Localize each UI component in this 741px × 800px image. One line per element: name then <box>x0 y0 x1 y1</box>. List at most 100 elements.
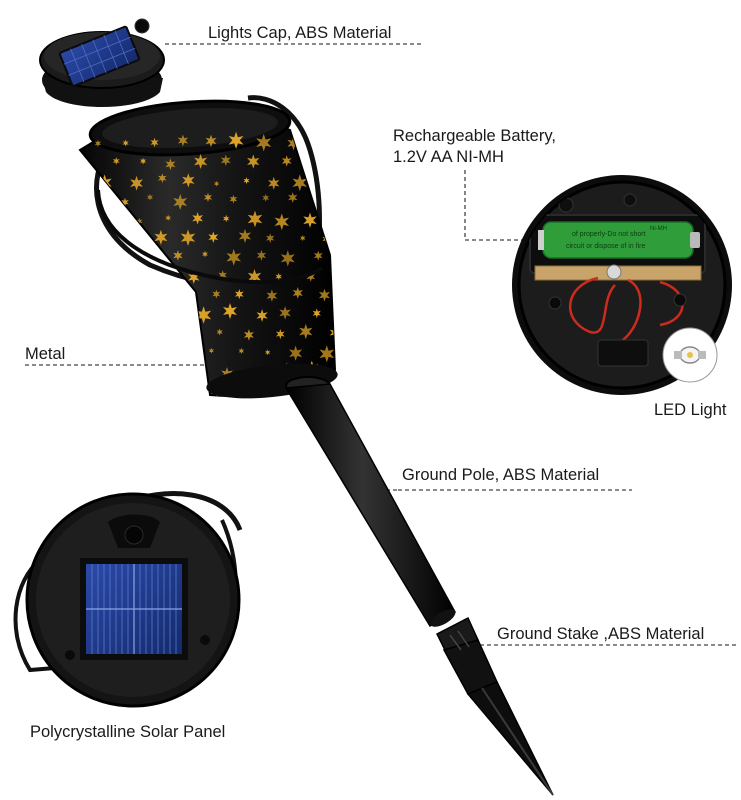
leader-lines <box>25 43 738 646</box>
star-cutout <box>256 250 267 261</box>
star-cutout <box>349 290 359 302</box>
battery-print-2: circuit or dispose of in fire <box>566 243 645 250</box>
lights-cap <box>39 18 165 107</box>
star-cutout <box>165 158 176 171</box>
star-cutout <box>366 309 373 317</box>
star-cutout <box>312 308 321 318</box>
star-cutout <box>130 325 141 338</box>
star-cutout <box>306 271 316 282</box>
label-battery-line2: 1.2V AA NI-MH <box>393 148 504 166</box>
star-cutout <box>177 134 189 147</box>
star-cutout <box>180 291 191 303</box>
star-cutout <box>138 366 150 380</box>
star-cutout <box>287 136 300 151</box>
star-cutout <box>256 133 272 152</box>
star-cutout <box>205 134 217 148</box>
battery-print-brand: Ni-MH <box>650 226 667 232</box>
label-led-light: LED Light <box>654 401 727 419</box>
star-cutout <box>256 309 268 322</box>
star-cutout <box>332 215 335 229</box>
star-cutout <box>265 349 271 356</box>
star-cutout <box>196 306 212 324</box>
star-cutout <box>262 193 270 202</box>
star-cutout <box>212 289 221 299</box>
star-cutout <box>288 192 298 203</box>
star-cutout <box>383 384 391 394</box>
star-cutout <box>343 196 352 206</box>
star-cutout <box>173 193 188 210</box>
star-cutout <box>332 153 335 168</box>
star-cutout <box>188 327 195 335</box>
cap-solar-cell <box>58 25 140 87</box>
star-cutout <box>319 345 335 363</box>
star-cutout <box>154 229 168 245</box>
star-cutout <box>303 212 317 228</box>
star-cutout <box>220 154 231 166</box>
star-cutout <box>192 212 203 225</box>
solar-panel-inset <box>13 491 243 708</box>
star-cutout <box>208 231 219 243</box>
star-cutout <box>243 329 254 341</box>
star-cutout <box>94 139 102 148</box>
star-cutout <box>266 289 278 302</box>
star-cutout <box>165 214 171 221</box>
star-cutout <box>366 371 371 377</box>
star-cutout <box>243 177 250 185</box>
star-cutout <box>318 288 330 302</box>
star-cutout <box>281 155 292 167</box>
star-cutout <box>154 348 162 358</box>
battery-cell <box>542 221 694 259</box>
star-cutout <box>137 273 147 284</box>
star-cutout <box>173 250 183 261</box>
star-cutout <box>266 233 275 244</box>
star-cutout <box>140 157 147 165</box>
star-cutout <box>130 175 143 191</box>
star-cutout <box>140 308 150 320</box>
ground-stake <box>435 616 554 796</box>
star-cutout <box>354 381 368 397</box>
star-cutout <box>226 248 241 266</box>
star-cutout <box>228 131 244 149</box>
star-cutout <box>279 306 291 320</box>
star-cutout <box>187 386 194 394</box>
label-lights-cap: Lights Cap, ABS Material <box>208 24 392 42</box>
star-cutout <box>247 210 263 228</box>
star-cutout <box>127 290 134 298</box>
star-cutout <box>274 213 289 231</box>
star-cutout <box>150 290 164 306</box>
star-cutout <box>378 346 387 357</box>
star-cutout <box>180 229 196 246</box>
star-cutout <box>122 139 129 147</box>
star-cutout <box>238 228 252 243</box>
lantern-body <box>78 95 391 399</box>
battery-inset: of properly-Do not short circuit or disp… <box>512 175 732 395</box>
star-cutout <box>268 176 280 190</box>
star-cutout <box>247 154 260 169</box>
star-cutout <box>340 365 345 371</box>
star-cutout <box>175 344 189 360</box>
star-cutout <box>158 173 167 184</box>
star-cutout <box>234 289 244 300</box>
star-cutout <box>194 153 208 169</box>
star-cutout <box>320 171 334 187</box>
star-cutout <box>275 328 285 340</box>
star-cutout <box>229 194 238 204</box>
star-cutout <box>349 234 360 247</box>
star-cutout <box>292 174 307 192</box>
star-cutout <box>182 173 195 188</box>
star-cutout <box>208 347 214 354</box>
ground-pole <box>284 376 457 628</box>
star-cutout <box>188 270 200 284</box>
label-metal: Metal <box>25 345 66 363</box>
star-cutout <box>338 305 350 319</box>
star-cutout <box>315 140 325 152</box>
star-cutout <box>218 270 227 280</box>
label-ground-pole: Ground Pole, ABS Material <box>402 466 600 484</box>
star-cutout <box>280 250 295 267</box>
star-cutout <box>355 328 365 339</box>
star-cutout <box>214 180 220 187</box>
star-cutout <box>344 253 352 262</box>
star-cutout <box>111 215 120 225</box>
